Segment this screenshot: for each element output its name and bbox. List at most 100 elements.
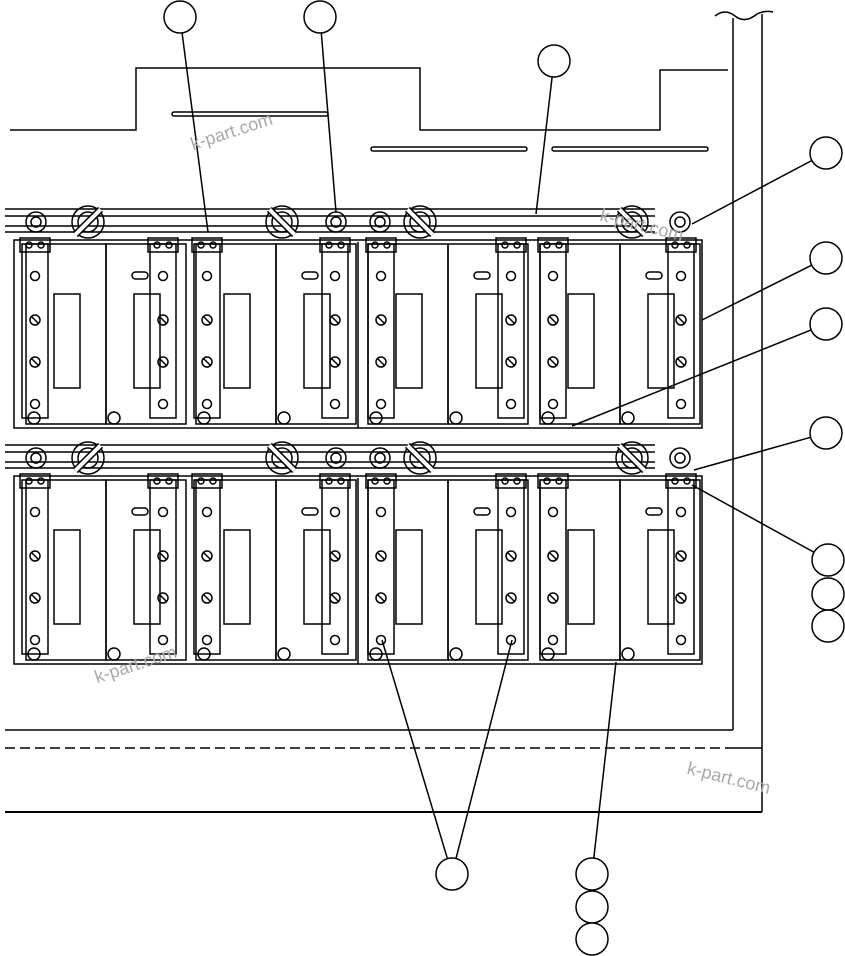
terminal-strip-6	[537, 237, 569, 419]
rail-bolt-2-outer	[369, 211, 391, 233]
terminal-strip-1-hole-3	[157, 634, 169, 646]
terminal-strip-5-hole-0	[505, 270, 517, 282]
terminal-strip-6-head-screw-a	[543, 477, 551, 485]
right-module-2-ring	[449, 647, 463, 661]
terminal-strip-2-head	[191, 473, 223, 489]
terminal-strip-1-head-screw-b	[165, 477, 173, 485]
terminal-strip-7-screw-1-slot	[676, 315, 686, 325]
selector-knob-0-lever	[73, 207, 103, 237]
terminal-strip-6-screw-2-slot	[548, 357, 558, 367]
terminal-strip-3-screw-2	[329, 592, 341, 604]
terminal-strip-6-body	[539, 479, 567, 655]
terminal-strip-4-body	[367, 243, 395, 419]
terminal-strip-7-head-screw-b	[683, 477, 691, 485]
top-stepped-wall	[10, 67, 728, 131]
terminal-strip-7-head	[665, 473, 697, 489]
leader-line-3	[691, 159, 813, 225]
slot-bar-3	[551, 146, 709, 152]
terminal-strip-1-screw-1	[157, 550, 169, 562]
terminal-strip-2-hole-0	[201, 506, 213, 518]
right-module-1	[275, 479, 357, 661]
terminal-strip-0-head-screw-b	[37, 477, 45, 485]
left-module-0	[25, 479, 107, 661]
module-row-2	[5, 441, 703, 665]
terminal-strip-0-hole-3	[29, 634, 41, 646]
terminal-strip-6-head-screw-b	[555, 477, 563, 485]
terminal-strip-5-head-screw-b	[513, 241, 521, 249]
right-module-0-window	[133, 293, 161, 389]
right-module-2-frame	[447, 479, 529, 661]
terminal-strip-0	[19, 473, 51, 655]
leader-line-7	[691, 484, 815, 553]
selector-knob-2-dial	[403, 205, 437, 239]
terminal-strip-0-hole-3	[29, 398, 41, 410]
right-module-1-slot	[301, 507, 319, 516]
terminal-strip-7	[665, 237, 697, 419]
terminal-strip-1-hole-0	[157, 506, 169, 518]
right-module-3-slot	[645, 507, 663, 516]
terminal-strip-1-body	[149, 479, 177, 655]
terminal-strip-0-screw-1-slot	[30, 551, 40, 561]
terminal-strip-1-head	[147, 473, 179, 489]
callout-circle-1	[303, 0, 337, 34]
right-module-3-frame	[619, 243, 701, 425]
selector-knob-1-dial	[265, 441, 299, 475]
terminal-strip-4-hole-3	[375, 634, 387, 646]
terminal-strip-3-hole-0	[329, 506, 341, 518]
terminal-strip-7-body	[667, 479, 695, 655]
selector-knob-2-hub	[409, 447, 431, 469]
leader-line-2	[535, 76, 553, 215]
terminal-strip-4	[365, 237, 397, 419]
selector-knob-0-dial	[71, 441, 105, 475]
right-module-1-ring	[277, 411, 291, 425]
selector-knob-3-hub	[621, 211, 643, 233]
terminal-strip-5-body	[497, 243, 525, 419]
terminal-strip-4-screw-2-slot	[376, 357, 386, 367]
terminal-strip-0-screw-2-slot	[30, 357, 40, 367]
terminal-strip-7-head	[665, 237, 697, 253]
terminal-strip-1-head	[147, 237, 179, 253]
housing-outline	[5, 10, 774, 813]
callout-circle-12	[575, 890, 609, 924]
terminal-strip-6-hole-0	[547, 506, 559, 518]
rail-bolt-3-outer	[669, 211, 691, 233]
right-module-2	[447, 243, 529, 425]
leader-line-0	[181, 32, 209, 233]
leader-line-5	[571, 329, 812, 427]
terminal-strip-0-head	[19, 237, 51, 253]
rail-bolt-2-outer	[369, 447, 391, 469]
selector-knob-2	[403, 441, 437, 475]
terminal-strip-7-screw-1	[675, 550, 687, 562]
selector-knob-0-dial	[71, 205, 105, 239]
selector-knob-0-lever	[73, 443, 103, 473]
terminal-strip-5-screw-1	[505, 550, 517, 562]
left-module-0-window	[53, 529, 81, 625]
left-module-3-window	[567, 529, 595, 625]
terminal-strip-0	[19, 237, 51, 419]
selector-knob-3-lever	[617, 443, 647, 473]
terminal-strip-1-screw-2-slot	[158, 593, 168, 603]
terminal-strip-7-hole-3	[675, 634, 687, 646]
terminal-strip-6-screw-1-slot	[548, 315, 558, 325]
terminal-strip-0-hole-0	[29, 270, 41, 282]
callouts	[163, 0, 845, 956]
terminal-strip-7-hole-3	[675, 398, 687, 410]
terminal-strip-0-body	[21, 243, 49, 419]
terminal-strip-4-screw-2-slot	[376, 593, 386, 603]
callout-circle-10	[435, 857, 469, 891]
terminal-strip-2-screw-2	[201, 356, 213, 368]
selector-knob-3-dial	[615, 441, 649, 475]
terminal-strip-5-head	[495, 473, 527, 489]
rail-bolt-2-inner	[374, 452, 386, 464]
terminal-strip-6-head-screw-b	[555, 241, 563, 249]
left-module-0-frame	[25, 479, 107, 661]
terminal-strip-3-head-screw-b	[337, 477, 345, 485]
terminal-strip-3-hole-3	[329, 398, 341, 410]
terminal-strip-7-screw-1-slot	[676, 551, 686, 561]
selector-knob-1-dial	[265, 205, 299, 239]
right-module-3-slot	[645, 271, 663, 280]
callout-circle-6	[809, 416, 843, 450]
terminal-strip-0-screw-1	[29, 314, 41, 326]
rail-bolt-0-outer	[25, 211, 47, 233]
right-module-3-frame	[619, 479, 701, 661]
